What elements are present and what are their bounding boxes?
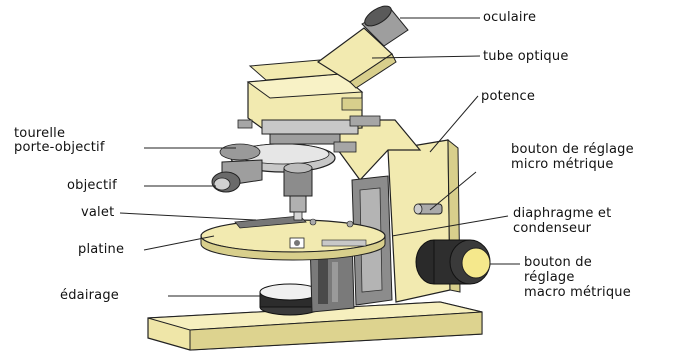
label-eclairage: édairage — [60, 288, 119, 303]
label-tourelle-line2: porte-objectif — [14, 140, 105, 155]
objectives — [212, 160, 312, 220]
leader-valet — [120, 213, 256, 220]
coarse-focus-knob — [416, 240, 490, 284]
label-bouton-macro-line3: macro métrique — [524, 285, 631, 300]
label-valet: valet — [81, 205, 114, 220]
label-objectif: objectif — [67, 178, 117, 193]
label-bouton-macro-line1: bouton de — [524, 255, 592, 270]
leader-potence — [430, 96, 478, 152]
label-oculaire: oculaire — [483, 10, 536, 25]
label-tube-optique: tube optique — [483, 49, 569, 64]
label-platine: platine — [78, 242, 124, 257]
label-tourelle-line1: tourelle — [14, 126, 65, 141]
label-bouton-micro-line1: bouton de réglage — [511, 142, 634, 157]
label-diaphragme-line1: diaphragme et — [513, 206, 611, 221]
fine-focus-knob — [414, 204, 442, 214]
label-potence: potence — [481, 89, 535, 104]
label-diaphragme-line2: condenseur — [513, 221, 591, 236]
label-bouton-micro-line2: micro métrique — [511, 157, 614, 172]
label-bouton-macro-line2: réglage — [524, 270, 575, 285]
